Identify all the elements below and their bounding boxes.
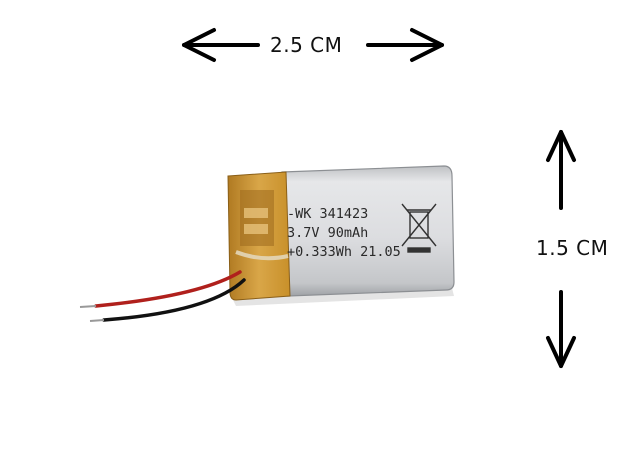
height-dimension-label: 1.5 CM [536,236,609,260]
arrow-left-icon [182,28,260,62]
lipo-battery: -WK 341423 3.7V 90mAh +0.333Wh 21.05 [79,165,455,322]
arrow-right-icon [366,28,444,62]
battery-print-line-1: -WK 341423 [287,206,368,222]
black-wire [102,278,246,322]
arrow-down-icon [546,290,576,368]
arrow-up-icon [546,130,576,210]
red-wire [94,270,242,308]
battery-print-line-2: 3.7V 90mAh [287,225,368,241]
weee-bin-icon [401,203,437,253]
battery-print-line-3: +0.333Wh 21.05 [287,244,401,260]
width-dimension-label: 2.5 CM [270,33,343,57]
